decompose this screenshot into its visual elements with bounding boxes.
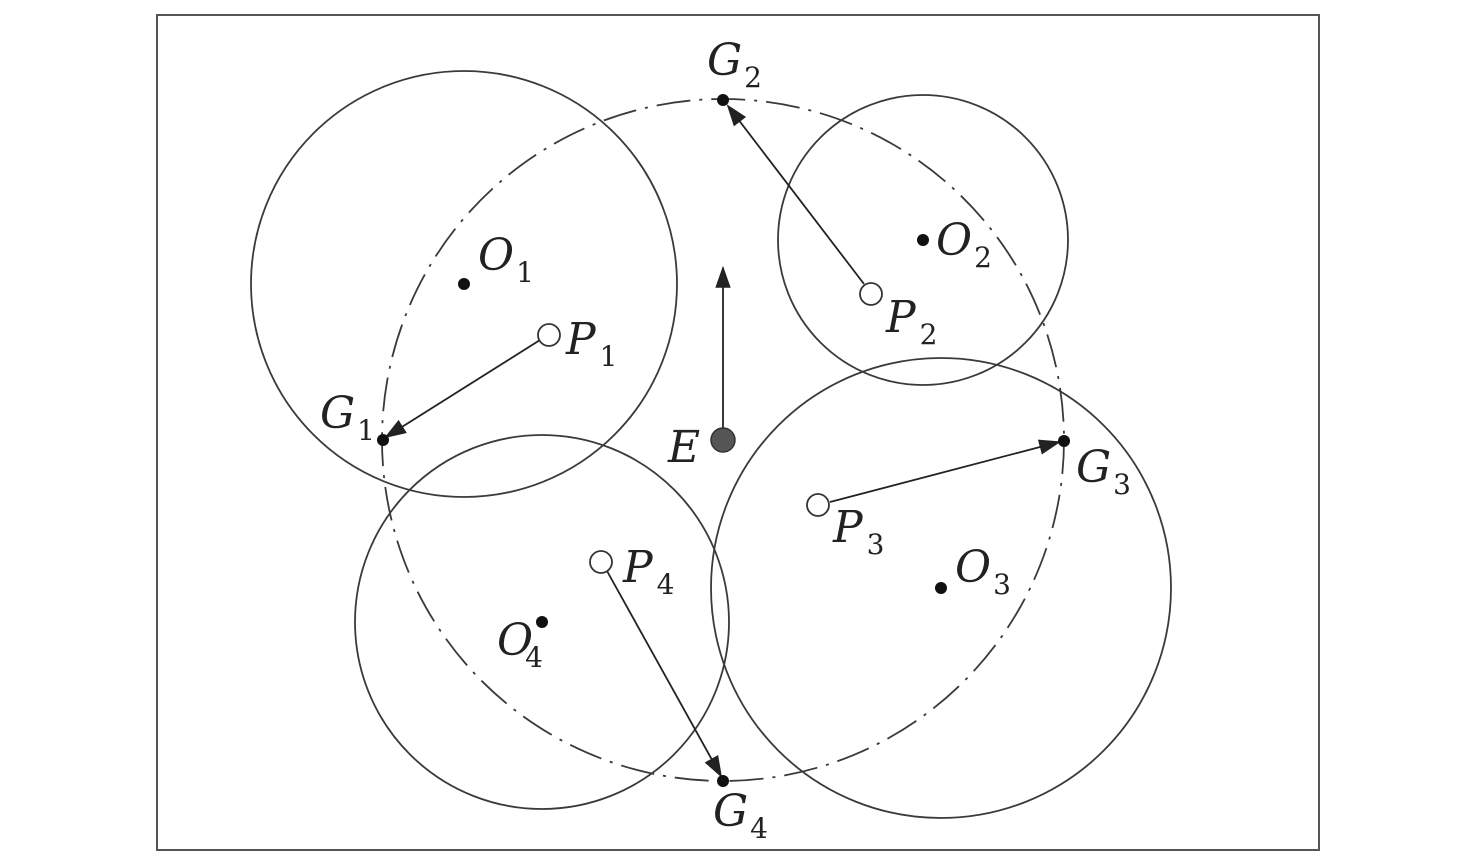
point-p4 [589, 550, 613, 574]
point-g4 [717, 775, 729, 787]
obstacle-circle-3 [710, 357, 1172, 819]
label-g1: G1 [320, 388, 375, 447]
label-o1: O1 [478, 230, 534, 289]
point-p3 [806, 493, 830, 517]
robot-e-point [710, 427, 736, 453]
arrow-p2-g2 [726, 104, 865, 285]
label-g2: G2 [707, 35, 762, 94]
point-o2 [917, 234, 929, 246]
obstacle-circle-4 [354, 434, 730, 810]
label-o3: O3 [955, 542, 1011, 601]
point-g1 [377, 434, 389, 446]
label-e: E [667, 422, 700, 473]
point-o1 [458, 278, 470, 290]
arrow-p4-g4 [606, 570, 723, 778]
point-p1 [537, 323, 561, 347]
diagram-frame [156, 14, 1320, 851]
label-o2: O2 [936, 215, 992, 274]
arrow-p1-g1 [384, 339, 541, 439]
obstacle-circle-2 [777, 94, 1069, 386]
point-g3 [1058, 435, 1070, 447]
label-o4: O4 [497, 615, 543, 674]
label-g4: G4 [713, 786, 768, 845]
point-g2 [717, 94, 729, 106]
arrow-p3-g3 [829, 439, 1062, 503]
point-o4 [536, 616, 548, 628]
label-g3: G3 [1076, 442, 1131, 501]
point-p2 [859, 282, 883, 306]
point-o3 [935, 582, 947, 594]
obstacle-circle-1 [250, 70, 678, 498]
